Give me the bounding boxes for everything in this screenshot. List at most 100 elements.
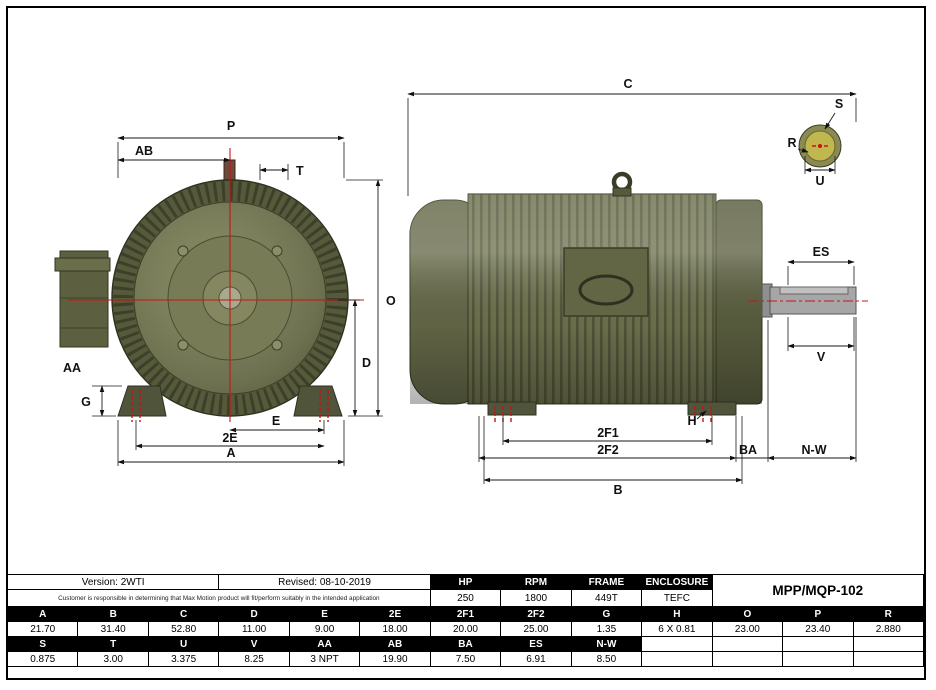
side-foot-left [487,401,537,416]
dim-value-AA: 3 NPT [289,652,361,667]
dim-header-BA: BA [430,637,502,652]
dim-A: A [117,420,345,466]
enclosure-header: ENCLOSURE [642,575,713,590]
dim-header-P: P [783,607,854,622]
nameplate [563,247,649,317]
dim-label-NW: N-W [802,443,827,457]
dim-label-2E: 2E [222,431,237,445]
dim-value-2F1: 20.00 [430,622,502,637]
dim-value-O: 23.00 [712,622,784,637]
dim-value-V: 8.25 [219,652,290,667]
dim-value-2F2: 25.00 [501,622,572,637]
dim-U: U [804,156,836,188]
dim-value-2E: 18.00 [360,622,431,637]
version-cell: Version: 2WTI [8,575,220,590]
dim-label-2F1: 2F1 [597,426,619,440]
dim-value-B: 31.40 [78,622,149,637]
empty-cell [853,637,924,652]
empty-cell [853,652,924,667]
conduit-box [54,250,111,348]
dim-label-B: B [613,483,622,497]
dim-label-P: P [227,119,235,133]
eye-bolt [611,171,633,197]
dim-label-AA: AA [63,361,81,375]
dim-label-V: V [817,350,826,364]
dim-value-U: 3.375 [148,652,220,667]
fin-ring-ticks [113,181,347,415]
centerlines [68,148,364,422]
rpm-value: 1800 [501,590,572,607]
dim-header-A: A [8,607,79,622]
dim-V: V [787,317,855,364]
dim-R: R [787,136,809,153]
empty-cell [642,652,713,667]
dim-C: C [407,77,857,196]
dim-E: E [229,414,325,434]
dim-value-A: 21.70 [8,622,79,637]
dim-value-R: 2.880 [853,622,924,637]
dim-label-C: C [623,77,632,91]
dim-label-R: R [787,136,796,150]
dim-value-S: 0.875 [8,652,79,667]
empty-cell [642,637,713,652]
dim-label-AB: AB [135,144,153,158]
dim-header-2F1: 2F1 [430,607,502,622]
dim-value-T: 3.00 [78,652,149,667]
dim-header-C: C [148,607,220,622]
dim-label-D: D [362,356,371,370]
mounting-foot-right [293,385,343,417]
dim-value-NW: 8.50 [571,652,643,667]
dim-header-2F2: 2F2 [501,607,572,622]
dim-value-G: 1.35 [571,622,643,637]
brand-logo-oval [578,274,634,306]
dim-header-B: B [78,607,149,622]
hp-value: 250 [430,590,502,607]
disclaimer: Customer is responsible in determining t… [8,590,431,607]
dim-header-R: R [853,607,924,622]
dim-header-H: H [642,607,713,622]
empty-cell [783,652,854,667]
dim-T: T [259,164,304,180]
mounting-foot-left [117,385,167,417]
dim-label-ES: ES [813,245,830,259]
enclosure-value: TEFC [642,590,713,607]
dim-2F2: 2F2 [478,416,737,462]
dim-H: H [687,410,707,428]
dim-label-G: G [81,395,91,409]
shaft-end-detail [798,124,842,168]
dim-value-ES: 6.91 [501,652,572,667]
dim-label-O: O [386,294,396,308]
frame-value: 449T [571,590,643,607]
dim-header-AB: AB [360,637,431,652]
dim-header-NW: N-W [571,637,643,652]
dim-NW: N-W [767,317,857,462]
datasheet-page: P AB T O D [6,6,926,680]
dim-P: P [117,119,345,178]
dim-value-H: 6 X 0.81 [642,622,713,637]
dim-label-A: A [226,446,235,460]
empty-cell [712,652,784,667]
empty-cell [712,637,784,652]
dim-2F1: 2F1 [502,416,713,445]
empty-cell [783,637,854,652]
dim-value-P: 23.40 [783,622,854,637]
side-view [409,124,868,424]
dim-G: G [81,385,122,417]
dim-S: S [824,97,843,130]
dim-header-G: G [571,607,643,622]
dim-header-E: E [289,607,361,622]
dim-label-T: T [296,164,304,178]
side-dimensions: C S R U ES [407,77,857,497]
dim-label-U: U [815,174,824,188]
dim-label-BA: BA [739,443,757,457]
dim-header-O: O [712,607,784,622]
dim-header-D: D [219,607,290,622]
dim-value-E: 9.00 [289,622,361,637]
dim-BA: BA [736,320,769,462]
dim-header-T: T [78,637,149,652]
rpm-header: RPM [501,575,572,590]
dim-label-H: H [687,414,696,428]
spec-table: Version: 2WTI Revised: 08-10-2019 H P RPM… [8,574,924,667]
revised-cell: Revised: 08-10-2019 [219,575,431,590]
dim-O: O [346,179,396,417]
